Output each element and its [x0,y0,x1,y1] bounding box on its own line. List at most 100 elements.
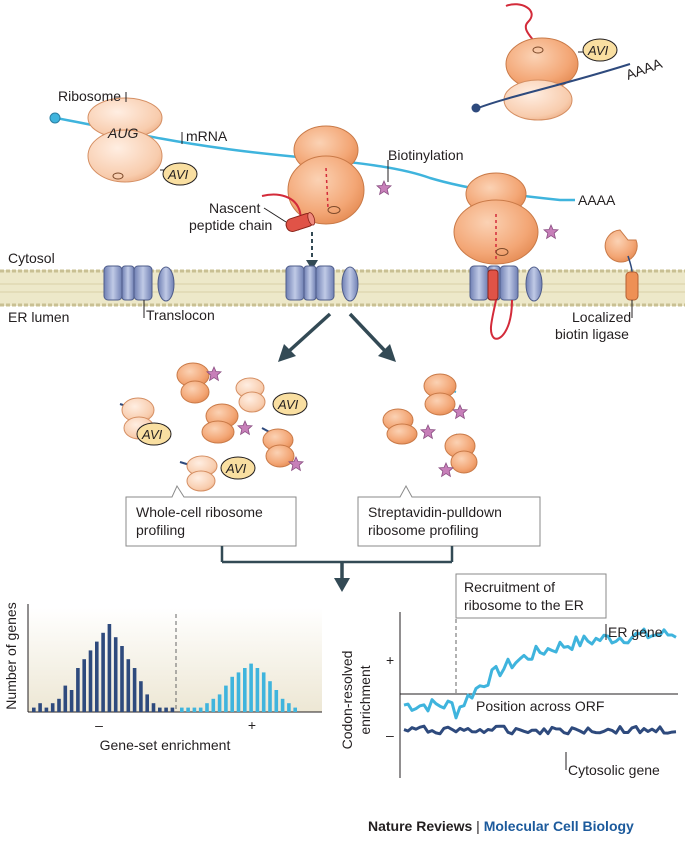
line-xlabel: Position across ORF [476,698,604,714]
cytosolic-gene-label: Cytosolic gene [568,762,660,778]
histogram-ylabel: Number of genes [3,602,19,709]
ribosome-initiating [87,97,163,183]
line-ylabel-1: Codon-resolved [339,651,355,750]
avi-label-pool-2: AVI [141,427,163,442]
ribosome-docked [453,172,539,265]
histogram-left-bar [44,707,49,712]
label-aaaa-1: AAAA [578,192,616,208]
histogram-left-bar [76,668,80,712]
translocon-2 [285,265,359,302]
ribosome-translating [287,125,365,225]
box-pulldown [357,484,541,547]
line-ylabel-2: enrichment [357,665,373,734]
histogram-left-bar [69,690,74,712]
histogram-xlabel: Gene-set enrichment [100,737,231,753]
translocon-1 [103,265,175,302]
histogram-right-bar [186,707,190,712]
histogram-right-bar [205,703,209,712]
histogram-left-bar [120,646,124,712]
whole-cell-text-1: Whole-cell ribosome [136,504,263,520]
footer-journal: Nature Reviews [368,818,473,834]
annotation-line1: Recruitment of [464,579,555,595]
merge-connector [220,546,454,592]
biotin-star-1 [376,180,392,195]
histogram-right-bar [236,672,241,712]
pulldown-text-2: ribosome profiling [368,522,479,538]
histogram-right-bar [217,694,222,712]
histogram-right-bar [293,707,297,712]
whole-cell-text-2: profiling [136,522,186,538]
label-ligase-2: biotin ligase [555,326,629,342]
label-aaaa-2: AAAA [624,55,665,83]
avi-label-pool-3: AVI [225,461,247,476]
histogram [27,604,322,713]
box-whole-cell [125,484,297,547]
footer-subjournal: Molecular Cell Biology [483,818,634,834]
er-gene-label: ER gene [608,624,663,640]
er-gene-line [403,627,677,720]
avi-tag-1 [162,162,198,186]
histogram-left-bar [38,703,42,712]
avi-tag-top [582,38,618,62]
label-biotinylation: Biotinylation [388,147,464,163]
histogram-left-bar [170,707,175,712]
label-nascent-2: peptide chain [189,217,272,233]
annotation-box [455,573,607,619]
histogram-left-bar [63,685,68,712]
histogram-left-bar [95,641,99,712]
footer-credit: Nature Reviews | Molecular Cell Biology [368,818,634,834]
histogram-right-bar [255,668,260,712]
biotin-ligase [604,229,639,301]
mrna-5prime-cap [49,112,61,124]
histogram-left-bar [101,632,105,712]
histogram-left-bar [50,703,55,712]
histogram-left-bar [139,681,143,712]
avi-label-pool-1: AVI [277,397,299,412]
footer-separator: | [476,818,480,834]
histogram-left-bar [158,707,162,712]
histogram-left-bar [32,707,36,712]
histogram-left-bar [145,694,149,712]
biotin-star-2 [543,224,559,239]
label-nascent-1: Nascent [209,200,260,216]
histogram-right-bar [287,703,291,712]
histogram-right-bar [180,707,184,712]
histogram-right-bar [224,685,228,712]
label-ligase-1: Localized [572,309,631,325]
histogram-bars-left [32,624,175,712]
histogram-left-bar [151,703,156,712]
label-mrna: mRNA [186,128,228,144]
whole-cell-pool: AVI AVI AVI [119,362,308,492]
line-chart [399,598,678,778]
histogram-plus-tick: + [248,717,256,733]
histogram-right-bar [230,676,234,712]
signal-peptide [285,212,316,232]
line-minus-tick: – [386,727,394,743]
label-ribosome: Ribosome [58,88,121,104]
avi-label-1: AVI [167,167,189,182]
histogram-right-bar [261,672,266,712]
histogram-right-bar [192,707,197,712]
annotation-line2: ribosome to the ER [464,597,584,613]
ribosome-free [503,37,579,121]
histogram-left-bar [57,698,61,712]
avi-label-top: AVI [587,43,609,58]
pulldown-pool [382,373,478,477]
translocon-3 [469,265,543,340]
label-er-lumen: ER lumen [8,309,69,325]
histogram-bars-right [180,663,297,712]
line-plus-tick: + [386,652,394,668]
cytosolic-gene-line [403,724,677,736]
histogram-right-bar [243,668,247,712]
histogram-left-bar [132,668,137,712]
pulldown-text-1: Streptavidin-pulldown [368,504,502,520]
histogram-left-bar [82,659,86,712]
histogram-right-bar [249,663,253,712]
histogram-left-bar [113,637,118,712]
histogram-right-bar [198,707,203,712]
histogram-left-bar [164,707,168,712]
histogram-minus-tick: – [95,717,103,733]
histogram-left-bar [107,624,112,712]
label-cytosol: Cytosol [8,250,55,266]
